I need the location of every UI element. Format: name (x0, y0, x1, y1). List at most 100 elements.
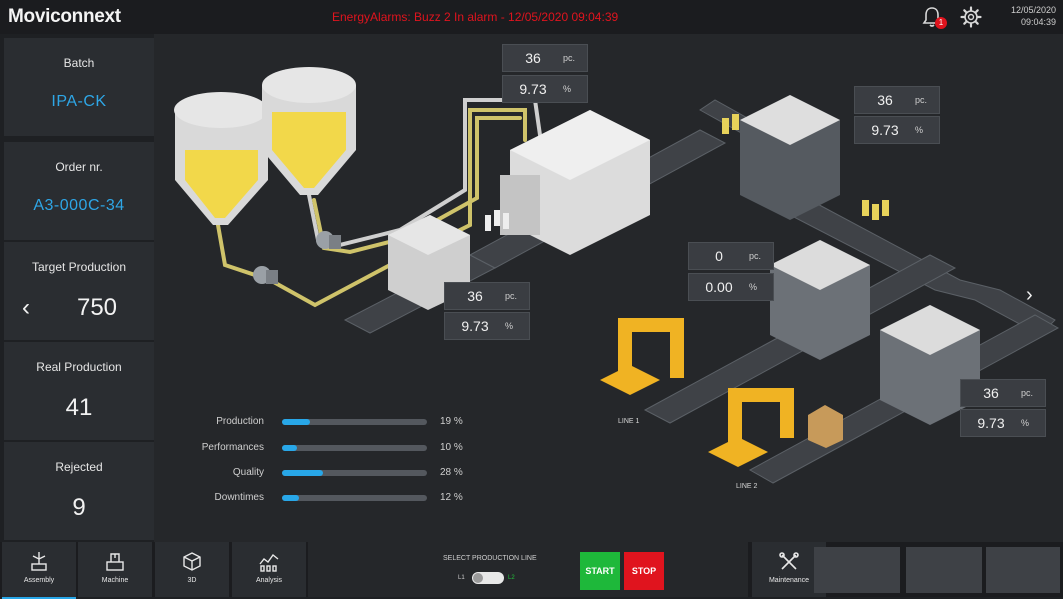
line-selector: SELECT PRODUCTION LINE L1 L2 (308, 542, 748, 597)
obscured-button[interactable] (814, 547, 900, 593)
line2-count-unit: pc. (1021, 388, 1034, 398)
top-center-count: 36 (525, 50, 541, 66)
top-right-percent-unit: % (915, 125, 924, 135)
order-label: Order nr. (55, 160, 103, 174)
silo-icon (174, 67, 356, 225)
batch-card[interactable]: Batch IPA-CK (4, 38, 154, 136)
line2-label: LINE 2 (736, 483, 758, 490)
app-logo: Moviconnext (8, 6, 121, 27)
bell-icon[interactable] (922, 6, 942, 28)
top-center-percent-unit: % (563, 84, 572, 94)
kpi-progress-bar (282, 445, 427, 451)
kpi-value: 10 % (440, 442, 463, 453)
top-center-percent-box[interactable]: 9.73 % (502, 75, 588, 103)
nav-assembly-label: Assembly (23, 577, 55, 584)
nav-3d-label: 3D (187, 577, 197, 584)
start-button[interactable]: START (580, 552, 620, 590)
robot-arm-icon (600, 318, 794, 467)
line1-percent-box[interactable]: 0.00 % (688, 273, 774, 301)
time-text: 09:04:39 (1020, 17, 1056, 27)
gear-icon[interactable] (960, 6, 982, 28)
kpi-row: Performances 10 % (186, 441, 476, 455)
filler-percent-unit: % (505, 321, 514, 331)
rejected-card: Rejected 9 (4, 442, 154, 540)
filler-percent: 9.73 (461, 318, 489, 334)
machine-icon (106, 553, 124, 571)
top-right-count: 36 (877, 92, 893, 108)
top-center-count-box[interactable]: 36 pc. (502, 44, 588, 72)
top-bar: Moviconnext EnergyAlarms: Buzz 2 In alar… (0, 0, 1063, 34)
target-value: 750 (76, 294, 118, 321)
nav-analysis-label: Analysis (255, 577, 283, 584)
nav-machine[interactable]: Machine (78, 542, 152, 597)
line2-percent-box[interactable]: 9.73 % (960, 409, 1046, 437)
rejected-value: 9 (72, 494, 86, 521)
order-card[interactable]: Order nr. A3-000C-34 (4, 142, 154, 240)
line1-percent: 0.00 (705, 279, 733, 295)
alarm-banner[interactable]: EnergyAlarms: Buzz 2 In alarm - 12/05/20… (332, 10, 619, 24)
top-right-count-unit: pc. (915, 95, 928, 105)
nav-3d[interactable]: 3D (155, 542, 229, 597)
line1-count-unit: pc. (749, 251, 762, 261)
kpi-label: Quality (232, 467, 264, 478)
kpi-label: Production (216, 416, 264, 427)
datetime: 12/05/2020 09:04:39 (1000, 4, 1056, 28)
nav-analysis[interactable]: Analysis (232, 542, 306, 597)
line-selector-l1: L1 (458, 575, 465, 581)
kpi-label: Performances (201, 442, 264, 453)
line1-count: 0 (715, 248, 723, 264)
top-right-percent: 9.73 (871, 122, 899, 138)
bottom-bar: Assembly Machine 3D Analysis SELECT PROD… (0, 542, 1063, 599)
kpi-progress-fill (282, 445, 297, 451)
batch-value: IPA-CK (51, 93, 107, 110)
kpi-value: 12 % (440, 492, 463, 503)
chevron-left-icon[interactable]: ‹ (22, 294, 30, 321)
line2-percent: 9.73 (977, 415, 1005, 431)
nav-assembly[interactable]: Assembly (2, 542, 76, 599)
top-right-count-box[interactable]: 36 pc. (854, 86, 940, 114)
tools-icon (779, 552, 799, 570)
kpi-label: Downtimes (214, 492, 264, 503)
target-card[interactable]: Target Production ‹ 750 (4, 242, 154, 340)
line2-count-box[interactable]: 36 pc. (960, 379, 1046, 407)
kpi-value: 19 % (440, 416, 463, 427)
pump-icon (253, 231, 341, 284)
obscured-button[interactable] (906, 547, 982, 593)
filler-count: 36 (467, 288, 483, 304)
real-production-label: Real Production (36, 360, 122, 374)
chevron-right-icon[interactable]: › (1026, 284, 1033, 306)
order-value: A3-000C-34 (33, 197, 125, 214)
line1-count-box[interactable]: 0 pc. (688, 242, 774, 270)
top-center-percent: 9.73 (519, 81, 547, 97)
nav-maintenance[interactable]: Maintenance (752, 542, 826, 597)
stop-button[interactable]: STOP (624, 552, 664, 590)
package-icon (808, 405, 843, 448)
filler-count-box[interactable]: 36 pc. (444, 282, 530, 310)
kpi-progress-bar (282, 495, 427, 501)
analysis-icon (259, 553, 279, 572)
line1-percent-unit: % (749, 282, 758, 292)
kpi-progress-bar (282, 470, 427, 476)
line1-label: LINE 1 (618, 418, 640, 425)
line-selector-title: SELECT PRODUCTION LINE (443, 555, 537, 562)
plant-illustration (174, 67, 1060, 484)
top-right-percent-box[interactable]: 9.73 % (854, 116, 940, 144)
notification-badge: 1 (935, 17, 947, 29)
filler-percent-box[interactable]: 9.73 % (444, 312, 530, 340)
nav-machine-label: Machine (101, 577, 129, 584)
line-toggle[interactable] (472, 572, 504, 584)
rejected-label: Rejected (55, 460, 103, 474)
kpi-progress-bar (282, 419, 427, 425)
target-label: Target Production (31, 260, 127, 274)
real-production-value: 41 (65, 394, 93, 421)
batch-label: Batch (63, 56, 95, 70)
nav-maintenance-label: Maintenance (768, 577, 810, 584)
plant-scene: 36 pc. 9.73 % 36 pc. 9.73 % 36 pc. 9.73 … (154, 34, 1063, 542)
cube-icon (183, 552, 201, 571)
obscured-button[interactable] (986, 547, 1060, 593)
line2-count: 36 (983, 385, 999, 401)
filler-count-unit: pc. (505, 291, 518, 301)
date-text: 12/05/2020 (1010, 5, 1056, 15)
real-production-card: Real Production 41 (4, 342, 154, 440)
